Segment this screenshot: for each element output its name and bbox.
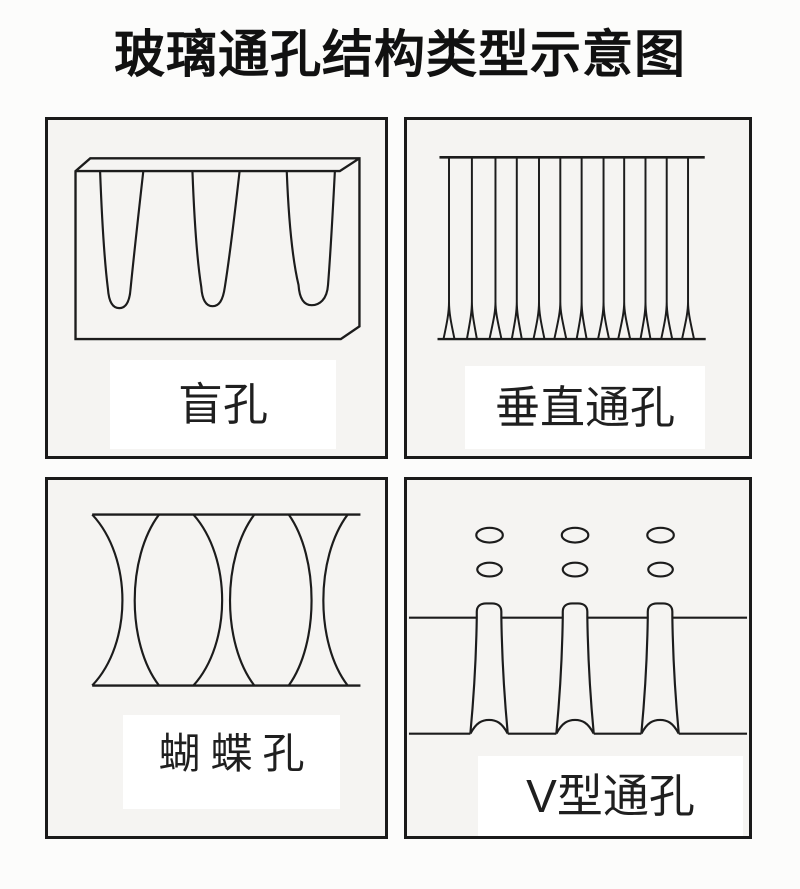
hourglass-1-left-wall (91, 513, 124, 687)
via-line-5 (532, 157, 546, 339)
label-box-vertical-through-hole: 垂直通孔 (465, 366, 705, 449)
label-box-v-type-through-hole: V型通孔 (478, 756, 743, 836)
panel-blind-hole: 盲孔 (45, 117, 388, 459)
hourglass-3-right-wall (322, 513, 349, 687)
label-vertical-through-hole: 垂直通孔 (494, 382, 675, 433)
slab-outline (74, 157, 361, 341)
hourglass-2-left-wall (192, 513, 224, 687)
v-hole-2-walls (555, 602, 595, 734)
v-hole-1-walls (469, 602, 509, 734)
page-title: 玻璃通孔结构类型示意图 (113, 26, 686, 83)
v-hole-3-walls (640, 602, 680, 734)
label-box-blind-hole: 盲孔 (110, 360, 336, 449)
vertical-through-hole-diagram (437, 156, 706, 341)
label-blind-hole: 盲孔 (177, 379, 268, 430)
hourglass-1-right-wall (133, 513, 160, 687)
label-v-type-through-hole: V型通孔 (526, 770, 695, 822)
blind-hole-3 (285, 171, 336, 307)
hourglass-2-right-wall (228, 513, 256, 687)
via-line-7 (575, 157, 588, 339)
label-butterfly-hole: 蝴蝶孔 (158, 730, 315, 777)
panel-vertical-through-hole: 垂直通孔 (404, 117, 752, 459)
blind-hole-diagram (74, 157, 361, 341)
top-view-hole-5 (561, 561, 589, 578)
via-line-2 (466, 157, 478, 339)
v-hole-3-bottom-arc (640, 718, 680, 735)
label-box-butterfly-hole: 蝴蝶孔 (123, 715, 340, 809)
via-line-9 (617, 157, 632, 339)
top-view-hole-3 (646, 526, 675, 544)
v-hole-2-bottom-arc (555, 718, 595, 735)
via-line-12 (681, 157, 695, 339)
butterfly-hole-diagram (91, 513, 361, 687)
blind-hole-1 (98, 170, 145, 310)
via-line-11 (660, 157, 674, 339)
top-view-hole-4 (476, 561, 503, 578)
top-view-hole-6 (647, 561, 674, 578)
top-view-hole-1 (475, 526, 504, 544)
v-hole-1-bottom-arc (469, 718, 509, 735)
blind-hole-2 (191, 170, 241, 308)
via-line-10 (639, 157, 652, 339)
via-line-6 (553, 157, 568, 339)
via-line-4 (510, 157, 523, 339)
hourglass-3-left-wall (287, 513, 313, 687)
via-line-3 (488, 157, 503, 339)
top-view-hole-2 (560, 526, 590, 544)
panel-v-type-through-hole: V型通孔 (404, 477, 752, 839)
via-line-8 (597, 157, 610, 339)
panel-butterfly-hole: 蝴蝶孔 (45, 477, 388, 839)
slab-top-edge (75, 157, 361, 173)
via-line-1 (442, 157, 456, 339)
v-type-through-hole-diagram (408, 526, 748, 735)
